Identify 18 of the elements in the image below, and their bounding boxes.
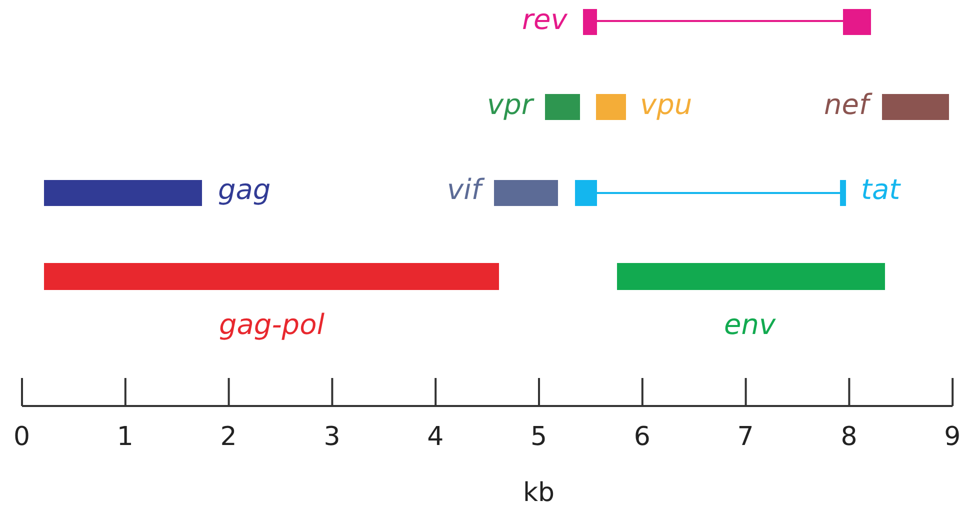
gene-label: gag-pol	[219, 311, 324, 339]
gene-label: env	[724, 311, 776, 339]
gene-label: gag	[218, 176, 271, 204]
tick-label: 3	[324, 424, 340, 450]
gene-label: vpr	[487, 91, 533, 119]
axis-title: kb	[523, 480, 555, 506]
tick-label: 5	[530, 424, 548, 450]
gene-label: tat	[861, 176, 900, 204]
gene-label: rev	[522, 6, 568, 34]
tick-label: 4	[427, 424, 444, 450]
tick-label: 8	[840, 424, 858, 450]
tick-label: 7	[737, 424, 754, 450]
tick-label: 9	[944, 424, 961, 450]
tick-label: 6	[634, 424, 650, 450]
gene-label: vpu	[640, 91, 692, 119]
tick-label: 1	[116, 424, 134, 450]
tick-label: 2	[220, 424, 237, 450]
tick-label: 0	[14, 424, 30, 450]
